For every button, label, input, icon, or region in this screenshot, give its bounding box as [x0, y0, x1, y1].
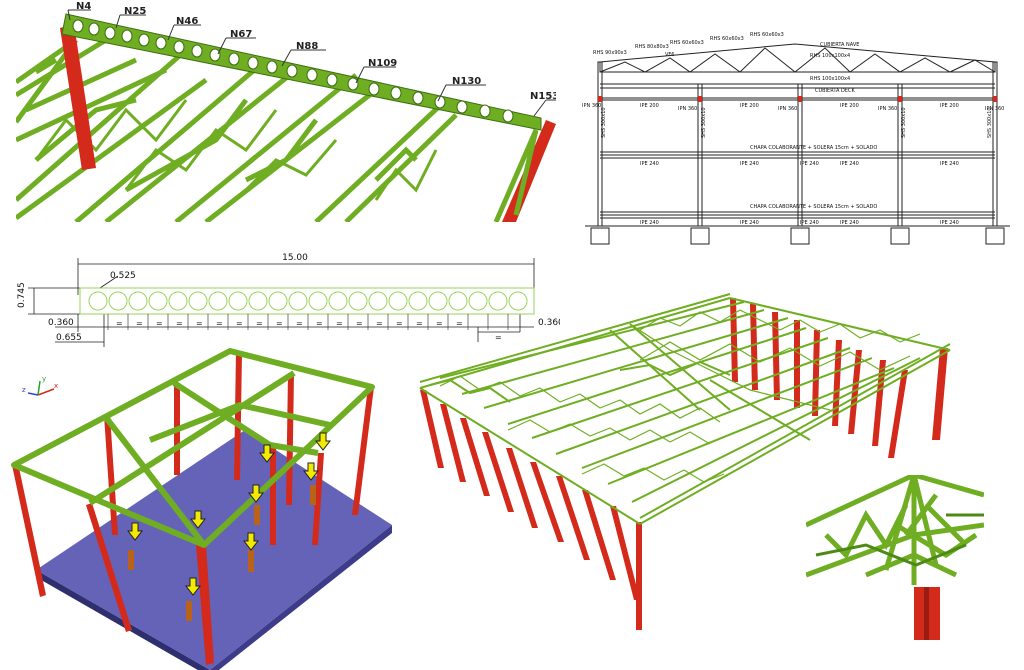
- dim-equal-mark: =: [276, 319, 283, 328]
- dim-equal-mark: =: [416, 319, 423, 328]
- beam-dimension-drawing: 15.00 0.525 0.745 0.360 0.360 0.655 = = …: [0, 250, 560, 355]
- mid-beam-2: IPE 240: [740, 161, 759, 167]
- castellated-beam-view: N4 N25 N46 N67 N88 N109 N130 N153: [16, 0, 556, 222]
- node-label-n4: N4: [76, 1, 91, 12]
- beam-openings: [72, 19, 514, 123]
- dim-equal-mark: =: [236, 319, 243, 328]
- frame-beams: [11, 348, 375, 548]
- beam-dimension-svg: 15.00 0.525 0.745 0.360 0.360 0.655 = = …: [17, 253, 560, 347]
- upper-ipn-4: IPN 360: [878, 106, 897, 112]
- roof-tag-1: RHS 90x90x3: [593, 50, 627, 56]
- axis-y-label: y: [42, 375, 46, 383]
- column-tag-3: SHS 300x10: [901, 107, 907, 138]
- node-label-n130: N130: [452, 76, 481, 87]
- upper-beam-2: IPE 200: [740, 103, 759, 109]
- dim-equal-mark: =: [495, 333, 502, 342]
- truss-roof-3d-svg: [419, 293, 951, 630]
- section-drawing-svg: RHS 90x90x3 RHS 80x80x3 VF6 RHS 60x60x3 …: [582, 32, 1010, 245]
- foundation-slab: [36, 430, 392, 670]
- mid-beam-1: IPE 240: [640, 161, 659, 167]
- low-beam-3: IPE 240: [800, 220, 819, 226]
- dim-opening-diameter: 0.525: [110, 271, 136, 281]
- dim-equal-mark: =: [156, 319, 163, 328]
- node-label-n67: N67: [230, 29, 252, 40]
- deck-title: CUBIERTA DECK: [815, 88, 856, 94]
- upper-ipn-5: IPN 360: [985, 106, 1004, 112]
- node-label-n109: N109: [368, 58, 397, 69]
- frame-3d-svg: x y z: [11, 348, 392, 670]
- node-label-n88: N88: [296, 41, 318, 52]
- truss-node-detail: [806, 475, 984, 640]
- mid-beam-4: IPE 240: [840, 161, 859, 167]
- upper-beam-4: IPE 200: [940, 103, 959, 109]
- roof-tag-5: RHS 60x60x3: [710, 36, 744, 42]
- dim-equal-mark: =: [136, 319, 143, 328]
- column-tag-1: SHS 300x10: [601, 107, 607, 138]
- dim-equal-mark: =: [356, 319, 363, 328]
- truss-node-detail-svg: [806, 475, 984, 640]
- column-left: [60, 24, 96, 170]
- roof-tag-6: RHS 60x60x3: [750, 32, 784, 38]
- truss-lower-chord: RHS 100x100x4: [810, 76, 850, 82]
- node-label-n153: N153: [530, 91, 556, 102]
- low-beam-1: IPE 240: [640, 220, 659, 226]
- frame-columns: [12, 351, 374, 665]
- dim-equal-mark: =: [456, 319, 463, 328]
- upper-ipn-3: IPN 360: [778, 106, 797, 112]
- dim-beam-depth: 0.745: [17, 282, 27, 308]
- dim-equal-mark: =: [216, 319, 223, 328]
- dim-equal-mark: =: [296, 319, 303, 328]
- slab-note-upper: CHAPA COLABORANTE + SOLERA 15cm + SOLADO: [750, 145, 877, 151]
- beam-outline: [79, 287, 535, 315]
- roof-tag-2: RHS 80x80x3: [635, 44, 669, 50]
- dim-equal-mark: =: [336, 319, 343, 328]
- dim-equal-mark: =: [396, 319, 403, 328]
- dim-equal-mark: =: [376, 319, 383, 328]
- roof-subtitle: RHS 100x100x4: [810, 53, 850, 59]
- column-tag-4: SHS 300x10: [987, 107, 993, 138]
- upper-ipn-2: IPN 360: [678, 106, 697, 112]
- column-right: [502, 120, 556, 222]
- upper-beam-3: IPE 200: [840, 103, 859, 109]
- dim-end-right: 0.360: [538, 318, 560, 328]
- dim-end-left: 0.360: [48, 318, 74, 328]
- axis-x-label: x: [54, 382, 58, 390]
- roof-trusses: [16, 37, 458, 222]
- roof-tag-4: RHS 60x60x3: [670, 40, 704, 46]
- dim-equal-mark: =: [436, 319, 443, 328]
- mid-beam-3: IPE 240: [800, 161, 819, 167]
- frame-3d-view: x y z: [0, 345, 400, 670]
- roof-truss-grid: [419, 293, 951, 525]
- section-drawing: RHS 90x90x3 RHS 80x80x3 VF6 RHS 60x60x3 …: [565, 28, 1024, 250]
- dim-first-offset: 0.655: [56, 333, 82, 343]
- dim-equal-mark: =: [316, 319, 323, 328]
- upper-beam-1: IPE 200: [640, 103, 659, 109]
- column-tag-2: SHS 300x10: [701, 107, 707, 138]
- dim-equal-mark: =: [196, 319, 203, 328]
- load-markers: [126, 432, 332, 621]
- dim-equal-mark: =: [256, 319, 263, 328]
- roof-tag-3: VF6: [665, 52, 674, 58]
- truss-roof-3d-view: [410, 290, 970, 640]
- node-truss-members: [806, 475, 984, 585]
- low-beam-4: IPE 240: [840, 220, 859, 226]
- dim-total-length: 15.00: [282, 253, 308, 263]
- low-beam-5: IPE 240: [940, 220, 959, 226]
- dim-equal-mark: =: [116, 319, 123, 328]
- roof-title: CUBIERTA NAVE: [820, 42, 859, 48]
- node-label-n46: N46: [176, 16, 198, 27]
- castellated-beam-svg: N4 N25 N46 N67 N88 N109 N130 N153: [16, 1, 556, 222]
- castellated-beam: [61, 13, 542, 131]
- low-beam-2: IPE 240: [740, 220, 759, 226]
- mid-beam-5: IPE 240: [940, 161, 959, 167]
- dim-equal-mark: =: [176, 319, 183, 328]
- upper-ipn-1: IPN 360: [582, 103, 601, 109]
- axis-z-label: z: [22, 386, 26, 394]
- slab-note-lower: CHAPA COLABORANTE + SOLERA 15cm + SOLADO: [750, 204, 877, 210]
- node-label-n25: N25: [124, 6, 146, 17]
- axis-triad: x y z: [22, 375, 58, 396]
